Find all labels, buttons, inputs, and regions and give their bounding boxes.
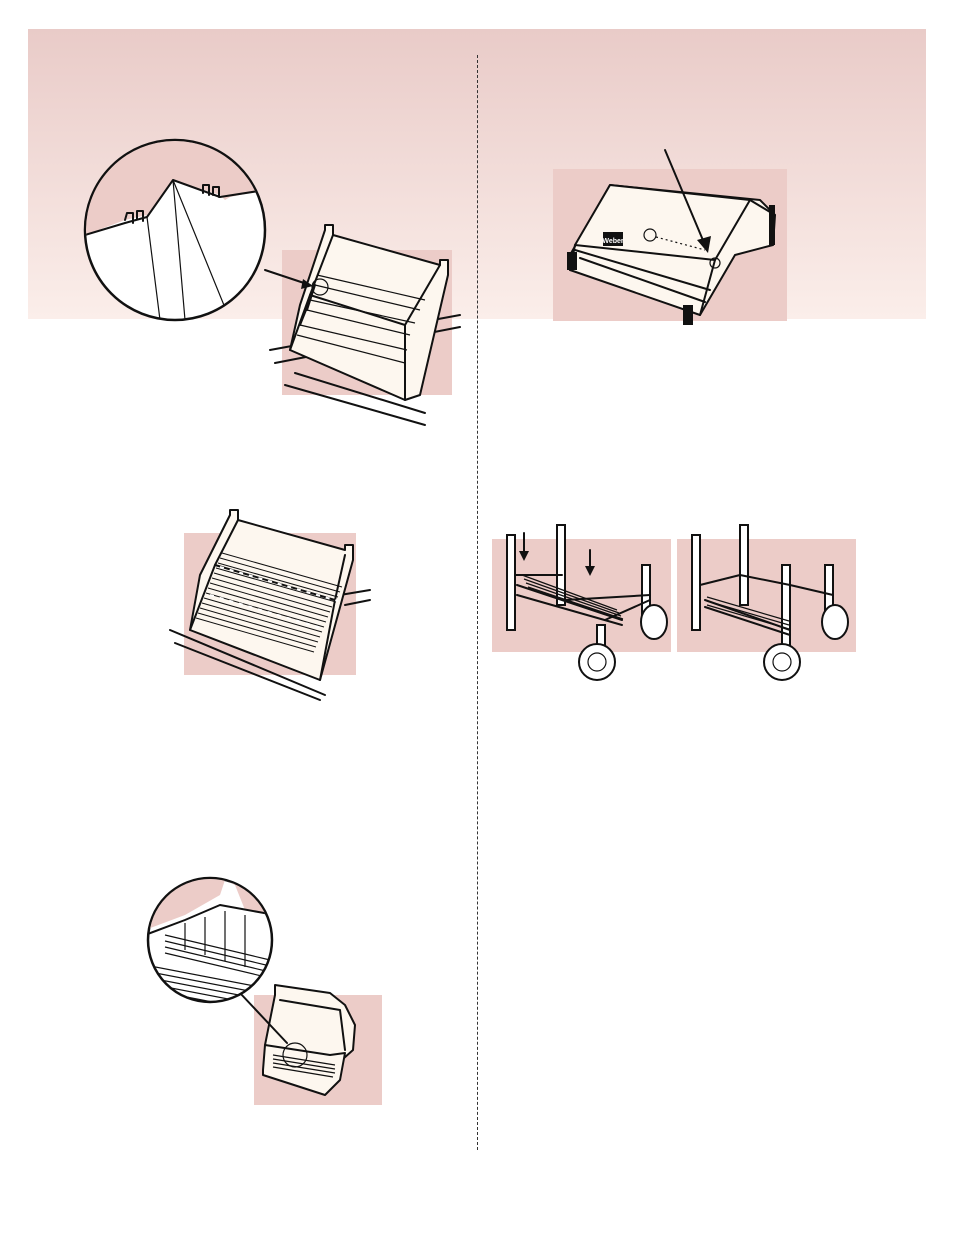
column-divider (477, 55, 478, 1150)
cooking-grates-figure (145, 875, 390, 1115)
heat-deflector-figure (85, 135, 475, 425)
bottom-shelf-after-figure (677, 525, 862, 690)
logo-text: Weber (602, 238, 624, 245)
thermometer-figure: Weber (555, 150, 795, 335)
slatted-grate-figure (170, 505, 380, 700)
bottom-shelf-before-figure (492, 525, 677, 690)
